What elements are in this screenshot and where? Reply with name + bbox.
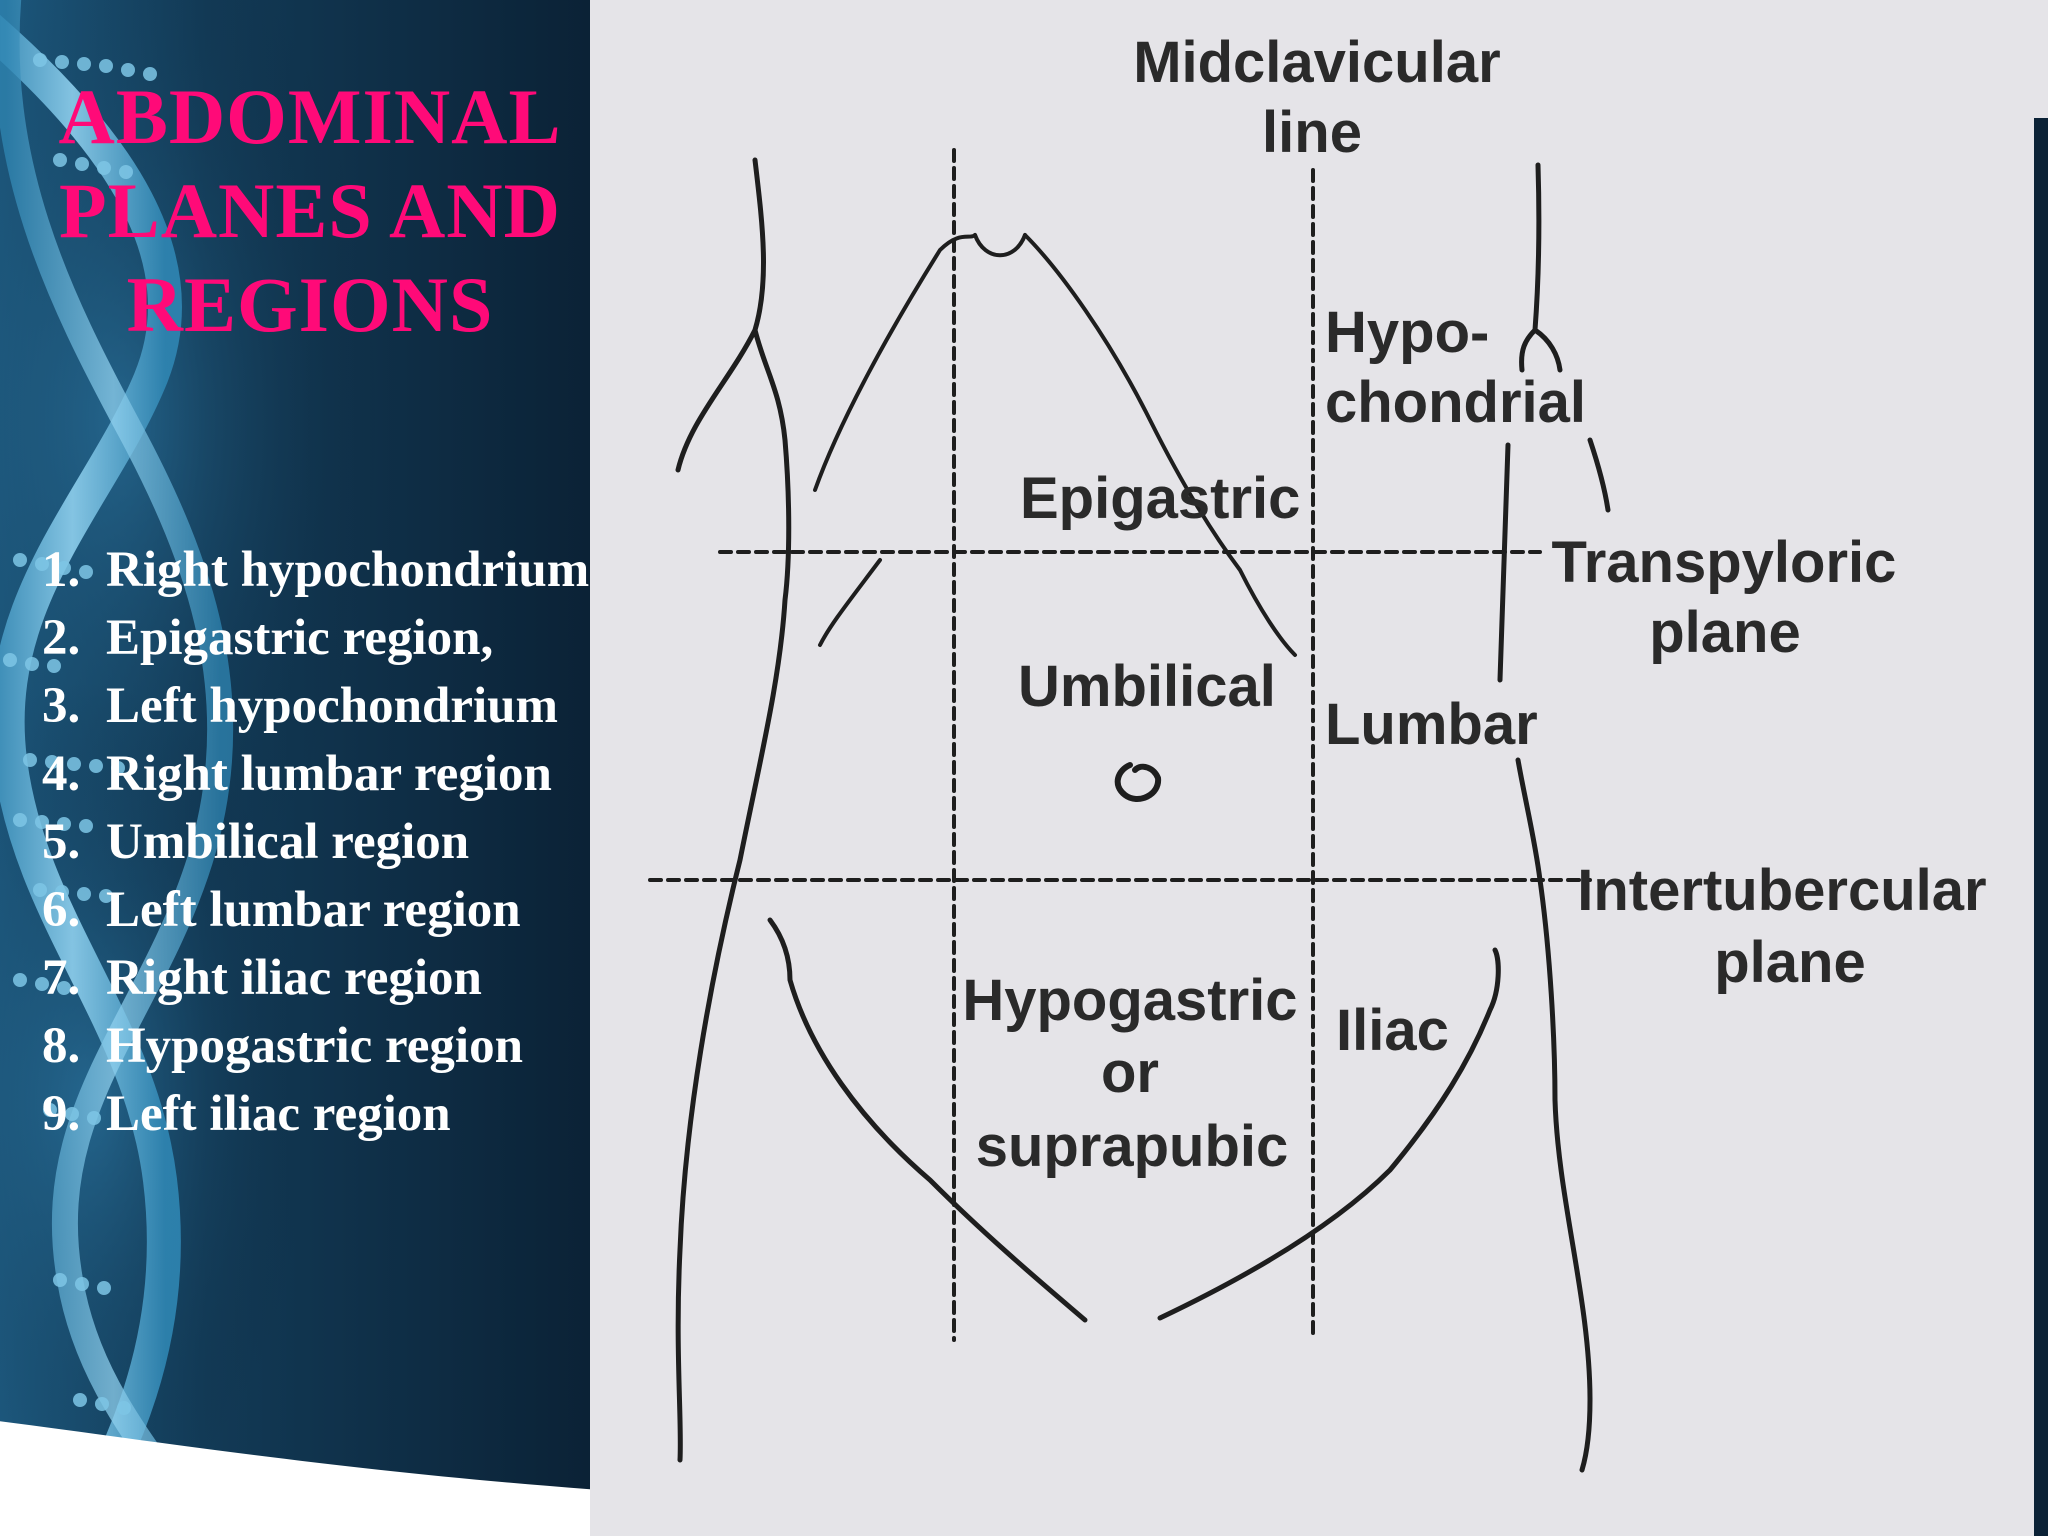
region-list: 1. Right hypochondrium 2. Epigastric regio…	[42, 536, 590, 1148]
list-text: Hypogastric region	[106, 1018, 523, 1074]
list-text: Left iliac region	[106, 1086, 451, 1142]
list-number: 5.	[42, 814, 81, 870]
edge-strip	[2034, 118, 2048, 1536]
region-list-item: 8. Hypogastric region	[42, 1012, 590, 1080]
hypochondrial-label: Hypo- chondrial	[1325, 300, 1586, 435]
left-panel: ABDOMINAL PLANES AND REGIONS 1. Right hyp…	[0, 0, 590, 1536]
slide-title-line: PLANES AND	[59, 167, 561, 254]
list-number: 3.	[42, 678, 81, 734]
region-list-item: 4. Right lumbar region	[42, 740, 590, 808]
region-list-item: 3. Left hypochondrium	[42, 672, 590, 740]
list-number: 2.	[42, 610, 81, 666]
transpyloric-plane-label: Transpyloric plane	[1551, 530, 1912, 665]
abdominal-regions-diagram: Midclavicular line Epigastric Hypo- chon…	[590, 0, 2048, 1536]
list-number: 7.	[42, 950, 81, 1006]
region-list-item: 2. Epigastric region,	[42, 604, 590, 672]
torso-right-side-outline	[675, 157, 792, 1463]
costal-margin-left	[1023, 233, 1297, 657]
region-list-item: 7. Right iliac region	[42, 944, 590, 1012]
iliac-label: Iliac	[1336, 998, 1449, 1063]
diagram-drawing: Midclavicular line Epigastric Hypo- chon…	[648, 30, 2002, 1473]
list-number: 8.	[42, 1018, 81, 1074]
epigastric-label: Epigastric	[1020, 466, 1300, 531]
list-number: 9.	[42, 1086, 81, 1142]
costal-margin-right	[813, 233, 977, 492]
list-text: Epigastric region,	[106, 610, 494, 666]
navel	[1114, 762, 1162, 802]
xiphoid-notch	[973, 233, 1027, 258]
costal-margin-right-lower	[818, 558, 882, 647]
list-text: Right lumbar region	[106, 746, 552, 802]
lumbar-label: Lumbar	[1325, 692, 1538, 757]
list-text: Left lumbar region	[106, 882, 521, 938]
list-text: Right iliac region	[106, 950, 482, 1006]
region-list-item: 1. Right hypochondrium	[42, 536, 590, 604]
intertubercular-plane-label: Intertubercular plane	[1577, 858, 2002, 995]
torso-left-side-outline	[1497, 162, 1611, 1473]
umbilical-label: Umbilical	[1018, 654, 1276, 719]
inguinal-curve-right	[767, 917, 1088, 1323]
midclavicular-line-label: Midclavicular line	[1133, 30, 1517, 165]
dna-helix-background	[0, 0, 590, 1536]
hypogastric-label: Hypogastric or suprapubic	[962, 968, 1313, 1179]
list-number: 4.	[42, 746, 81, 802]
slide-title: ABDOMINAL PLANES AND REGIONS	[40, 70, 580, 352]
slide-title-line: REGIONS	[126, 261, 494, 348]
list-text: Left hypochondrium	[106, 678, 558, 734]
region-list-item: 6. Left lumbar region	[42, 876, 590, 944]
region-list-item: 9. Left iliac region	[42, 1080, 590, 1148]
list-text: Umbilical region	[106, 814, 470, 870]
list-number: 6.	[42, 882, 81, 938]
list-number: 1.	[42, 542, 81, 598]
region-list-item: 5. Umbilical region	[42, 808, 590, 876]
slide-title-line: ABDOMINAL	[58, 73, 562, 160]
inguinal-curve-left	[1157, 947, 1501, 1321]
list-text: Right hypochondrium	[106, 542, 590, 598]
